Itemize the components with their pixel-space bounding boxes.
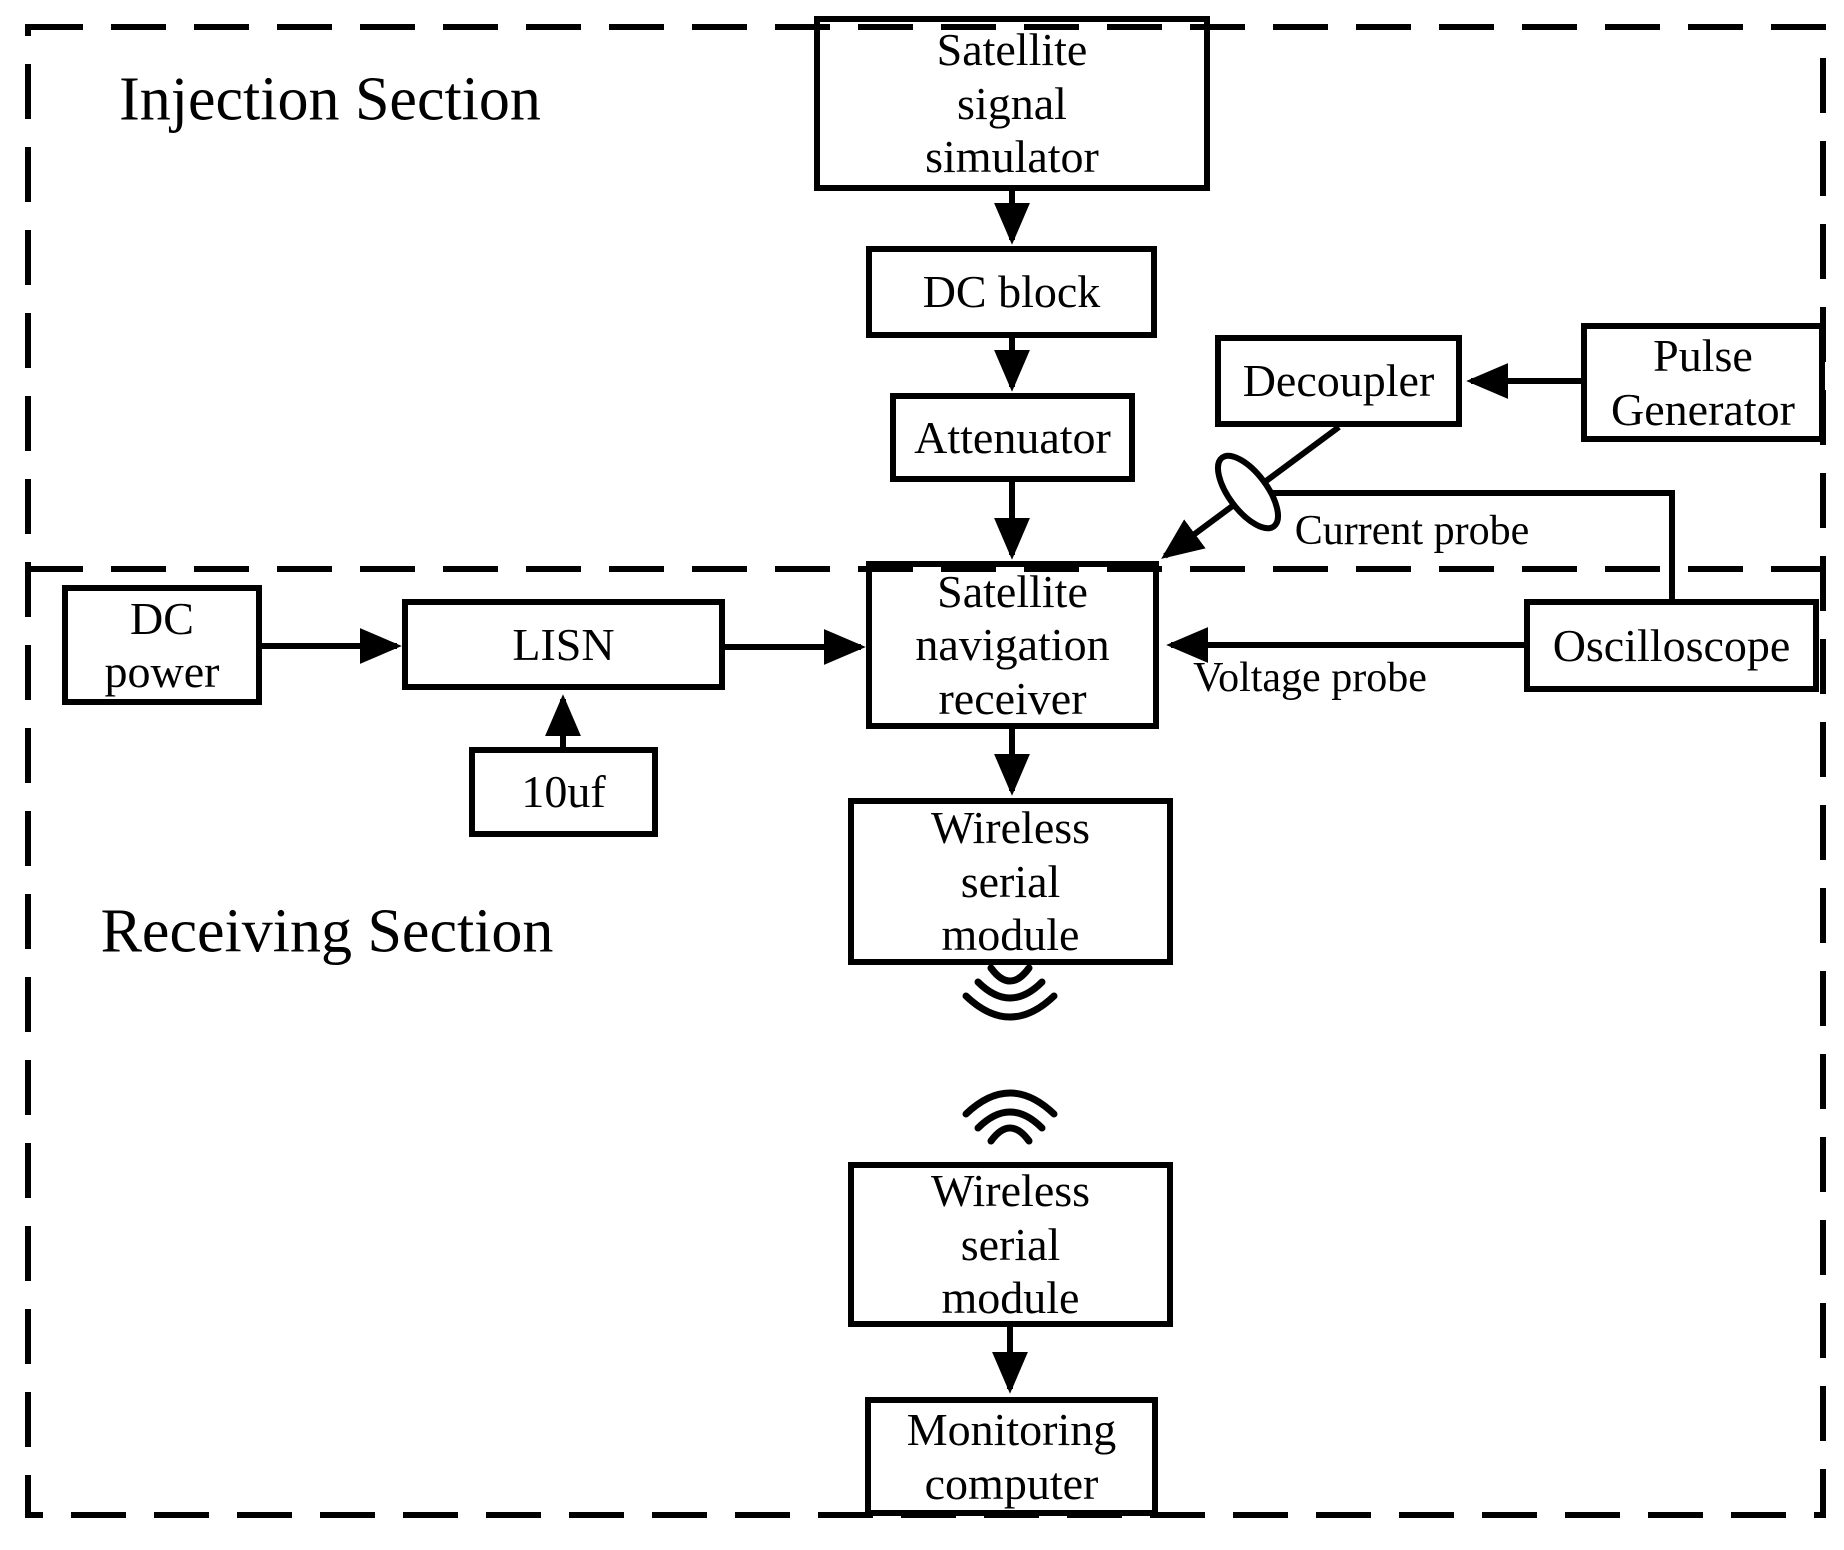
injection-section-label: Injection Section [119,65,541,134]
receiving-section-label: Receiving Section [100,897,554,966]
lisn-box: LISN [402,599,725,690]
wifi-arc-icon [962,992,1058,1021]
wireless-signal-icon [962,964,1058,1145]
dc-block-box: DC block [866,246,1157,338]
capacitor-10uf-box: 10uf [469,747,658,837]
satellite-signal-simulator-box: Satellite signal simulator [814,16,1210,191]
dc-power-box: DC power [62,585,262,705]
decoupler-box: Decoupler [1215,335,1462,427]
monitoring-computer-box: Monitoring computer [865,1397,1158,1516]
wifi-arc-icon [962,1089,1058,1118]
pulse-generator-box: Pulse Generator [1581,323,1825,442]
current-probe-clamp-icon [1215,452,1281,532]
current-probe-to-oscilloscope-line [1270,490,1675,599]
current-probe-label: Current probe [1294,508,1530,554]
wifi-arc-icon [974,978,1046,1002]
wireless-serial-module-bottom-box: Wireless serial module [848,1162,1173,1327]
satellite-navigation-receiver-box: Satellite navigation receiver [866,561,1159,729]
attenuator-box: Attenuator [890,393,1135,482]
wifi-arc-icon [987,1124,1033,1145]
voltage-probe-label: Voltage probe [1193,655,1427,701]
oscilloscope-box: Oscilloscope [1524,599,1819,692]
wifi-arc-icon [974,1108,1046,1132]
wireless-serial-module-top-box: Wireless serial module [848,798,1173,965]
wifi-arc-icon [987,964,1033,985]
